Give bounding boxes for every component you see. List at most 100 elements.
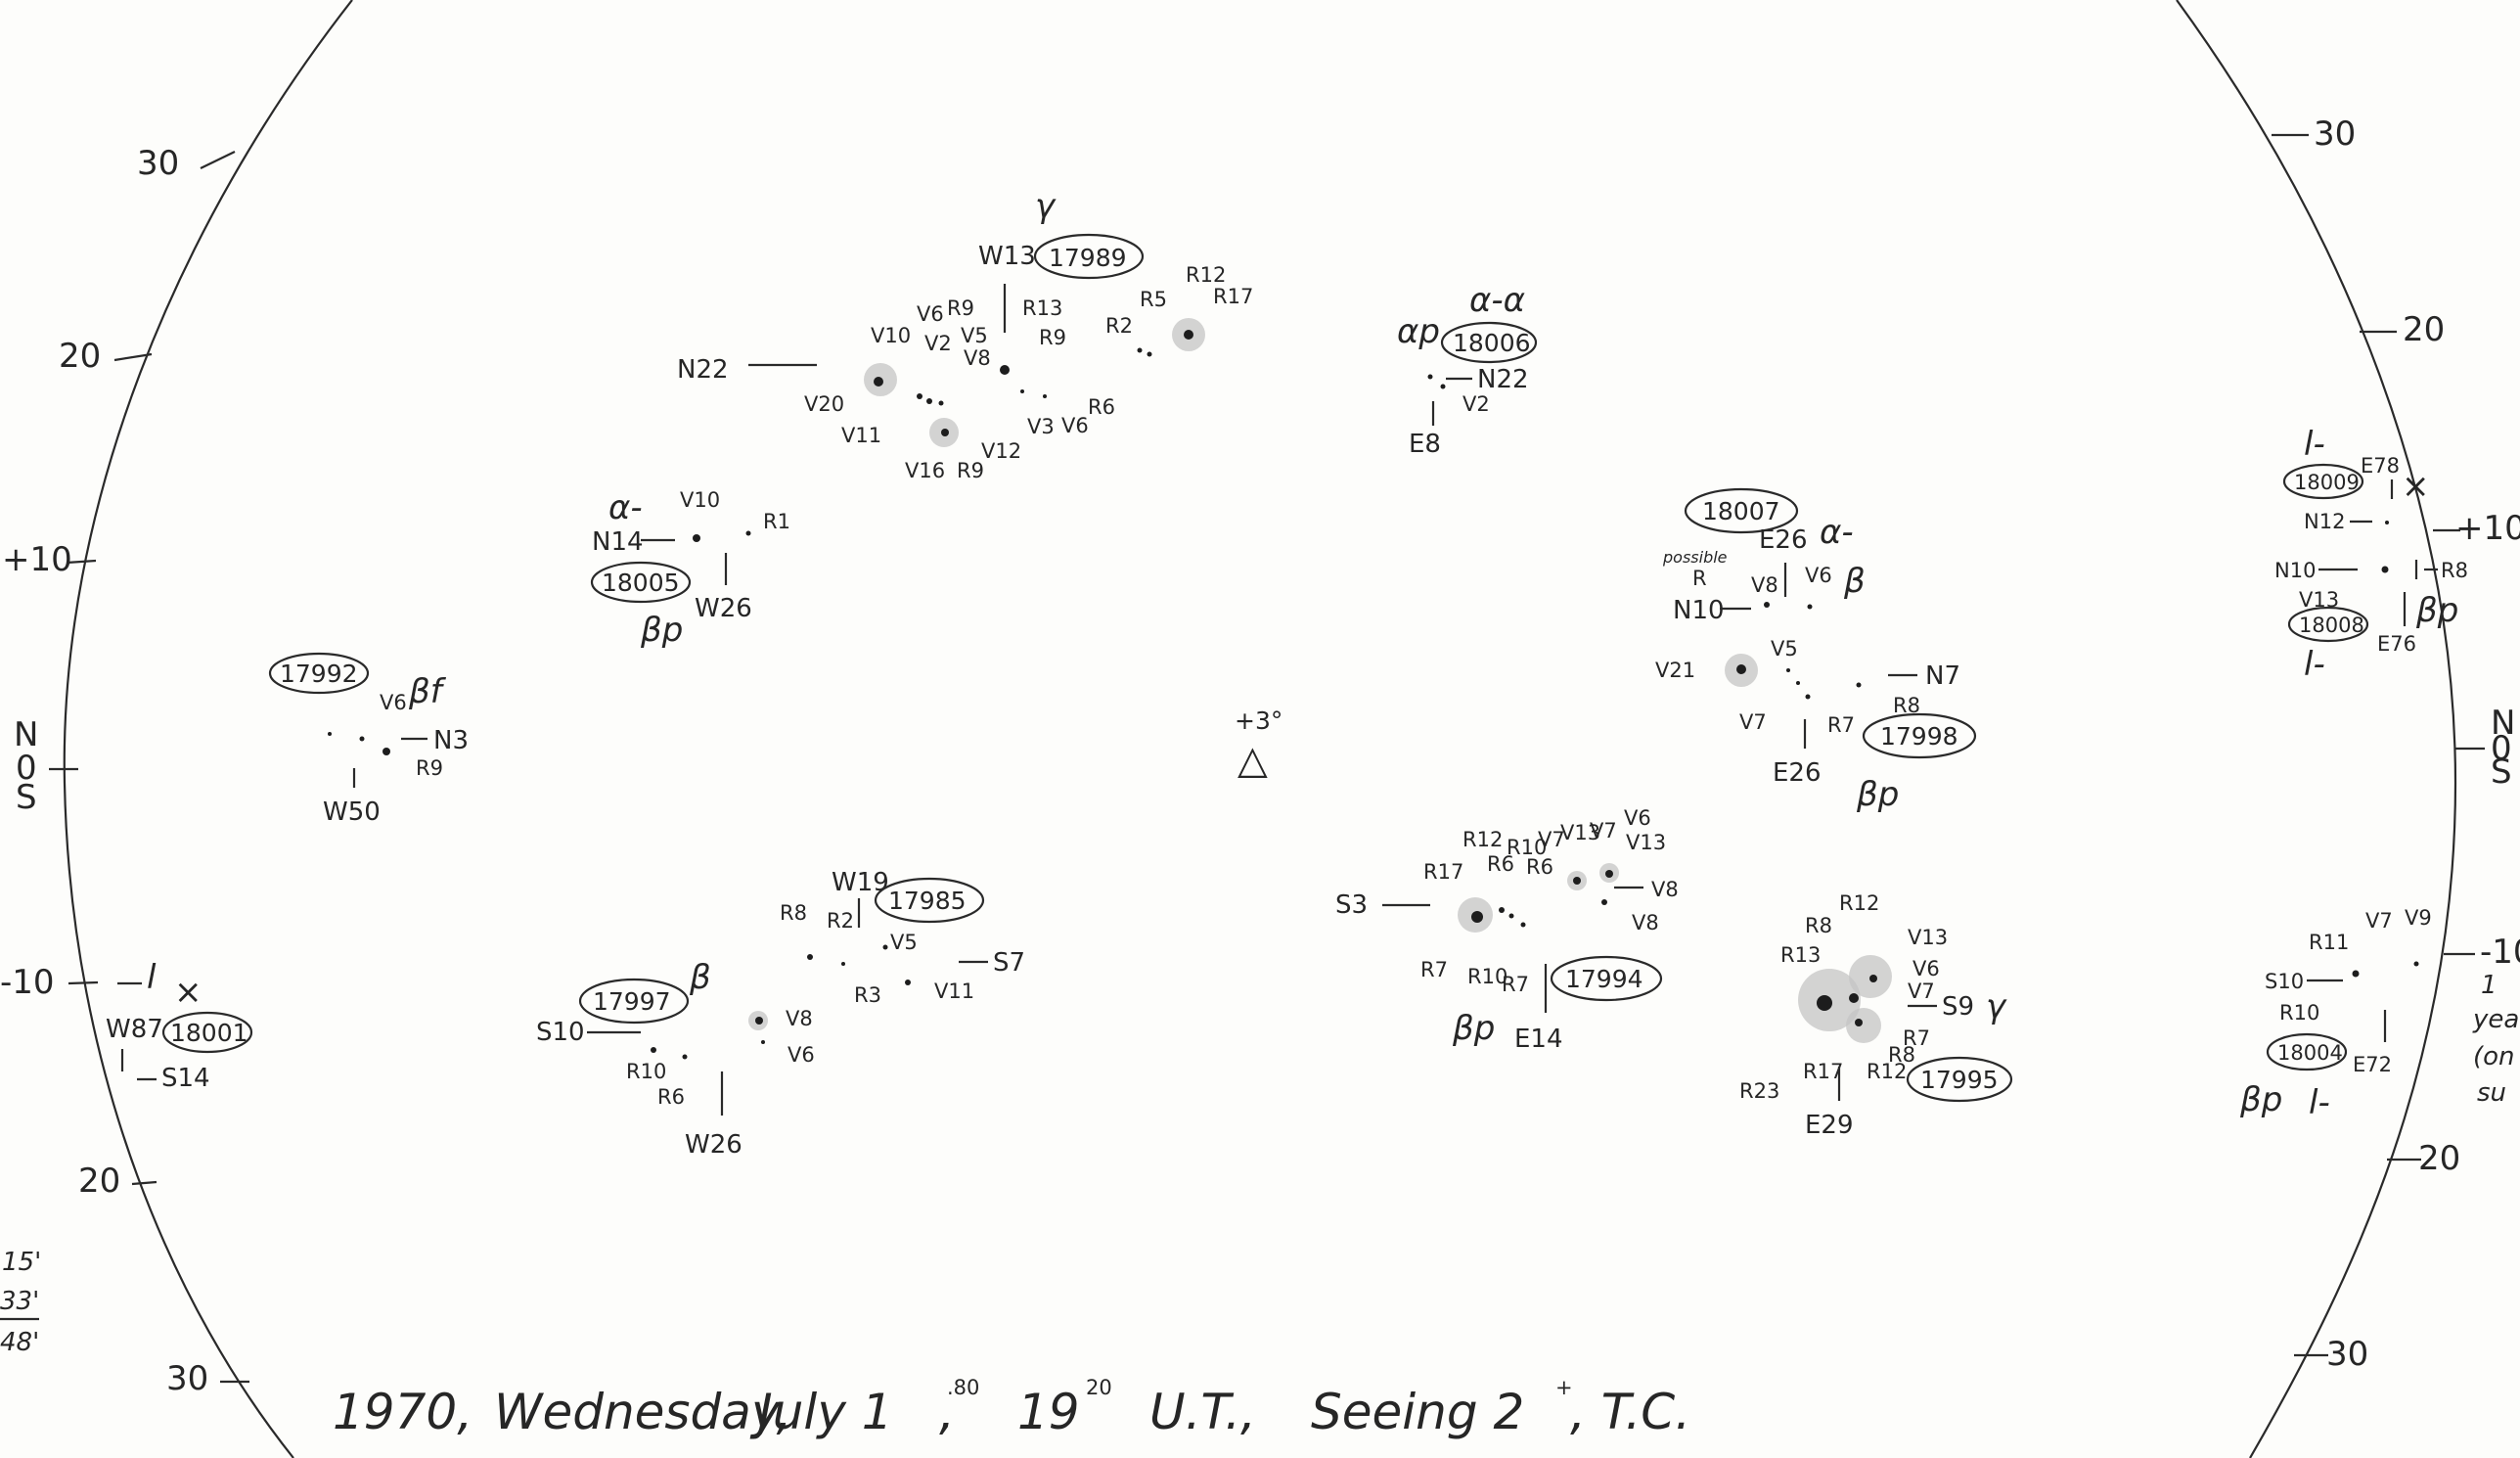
caption-time-minutes: 20 [1086,1376,1112,1399]
spot-label: R17 [1423,860,1463,884]
region-class: βp [640,611,683,650]
region-number: 18004 [2277,1041,2343,1065]
right-margin-notes: 1 yea (on su [2472,971,2519,1108]
region-17985: W19 17985 R8 R2 V5 S7 R3 V11 [780,868,1025,1007]
region-number-oval [2287,606,2369,643]
spot-label: R7 [1502,973,1529,996]
spot-label: R8 [1805,914,1832,937]
spot-label: R12 [1867,1060,1907,1083]
region-18005: α- V10 N14 R1 18005 W26 βp [590,488,790,650]
region-18001: l × W87 18001 S14 [106,958,253,1093]
caption-observer: , T.C. [1570,1384,1690,1440]
region-mark: × [174,973,202,1012]
region-position: W87 [106,1015,163,1044]
spot-label: V7 [2365,909,2393,933]
annotation-note: R [1692,567,1707,590]
spot-label: V6 [1805,564,1832,587]
region-number-oval [268,652,370,695]
spot-label: V5 [1771,637,1798,661]
caption-day-fraction: .80 [947,1376,979,1399]
caption-separator: , [939,1384,955,1440]
region-number-oval [2266,1032,2348,1071]
solar-limb-left [63,0,353,1458]
region-latitude: N7 [1925,661,1960,691]
spot-label: R12 [1839,891,1879,915]
margin-note: (on [2473,1042,2515,1071]
spot-label: V6 [1912,957,1940,980]
region-18009: l- E78 18009 × N12 [2282,425,2430,533]
margin-note: 1 [2481,971,2498,1000]
region-class: l [147,958,157,997]
spot-label: R6 [1088,395,1115,419]
region-latitude: S3 [1335,890,1368,920]
left-margin-notes: 15' 33' 48' [0,1248,41,1357]
spot-label: R12 [1186,263,1226,287]
spot-label: R13 [1780,943,1821,967]
annotation-note: possible [1662,548,1728,567]
region-class: α-α [1469,281,1525,320]
spot-label: R3 [854,983,881,1007]
region-position: E72 [2353,1053,2392,1076]
spot-label: R11 [2309,931,2349,954]
region-number-oval [1684,487,1799,534]
left-scale-label: -10 [0,963,55,1002]
spot-label: V11 [841,424,881,447]
spot-label: R2 [1105,314,1133,338]
region-position: E26 [1759,525,1808,555]
region-number: 18001 [170,1019,248,1047]
region-position: W26 [695,594,752,623]
region-17989: γ W13 17989 N22 V10 V6 R9 V2 V5 V8 R13 R… [677,187,1253,482]
margin-note: 15' [2,1248,41,1277]
spot-label: R7 [1420,958,1448,981]
left-scale-label: +10 [2,540,72,579]
region-number: 17995 [1920,1066,1999,1094]
spot-label: V20 [804,392,844,416]
spot-label: R10 [1467,965,1508,988]
region-number: 18008 [2299,614,2364,637]
spot-label: R23 [1739,1079,1779,1103]
region-number: 17998 [1880,722,1958,751]
spot-label: V2 [924,332,952,355]
region-position: E78 [2361,454,2400,478]
spot-label: V16 [905,459,945,482]
region-class: βp [1452,1009,1495,1048]
region-number-oval [2282,463,2364,500]
spot-label: V7 [1538,828,1565,851]
left-scale-label: 20 [59,337,101,376]
region-position: W26 [685,1130,742,1160]
caption-weekday: Wednesday, [494,1384,791,1440]
region-latitude: N3 [433,726,469,755]
region-18007: 18007 E26 α- possible R V8 V6 β N10 V21 … [1655,487,1960,737]
region-17994: S3 R12 R17 R6 R10 R6 V7 V13 V7 V6 V13 V8… [1335,806,1679,1054]
region-class: l- [2309,1083,2330,1122]
spot-label: R7 [1903,1026,1930,1050]
region-class: β [689,958,711,997]
spot-label: V8 [1632,911,1659,934]
region-number: 17985 [888,887,967,915]
spot-label: R2 [827,909,854,933]
solar-limb-right [2176,0,2457,1458]
region-17998: 17998 E26 βp [1773,712,1977,814]
region-number: 17994 [1565,965,1643,993]
region-latitude: N10 [1673,596,1725,625]
region-number-oval [1550,955,1663,1002]
region-latitude: N22 [677,355,729,385]
region-class: αp [1397,312,1440,351]
caption-year: 1970, [333,1384,472,1440]
region-latitude: N12 [2304,510,2345,533]
region-class: γ [1035,187,1057,226]
spot-label: V21 [1655,659,1695,682]
region-latitude: S9 [1942,992,1974,1022]
spot-label: R8 [780,901,807,925]
caption-time-unit: U.T., [1149,1384,1256,1440]
spot-label: R9 [957,459,984,482]
right-scale-label: S [2491,752,2512,792]
observation-caption: 1970, Wednesday, July 1 .80 , 19 20 U.T.… [333,1376,1690,1440]
region-number-oval [1862,712,1977,759]
region-position: E8 [1409,430,1441,459]
spot-label: V9 [2405,906,2432,930]
right-scale-label: 20 [2403,310,2445,349]
spot-label: R5 [1140,288,1167,311]
region-18008: N10 R8 V13 18008 βp E76 l- [2274,559,2468,684]
spot-label: V8 [964,346,991,370]
